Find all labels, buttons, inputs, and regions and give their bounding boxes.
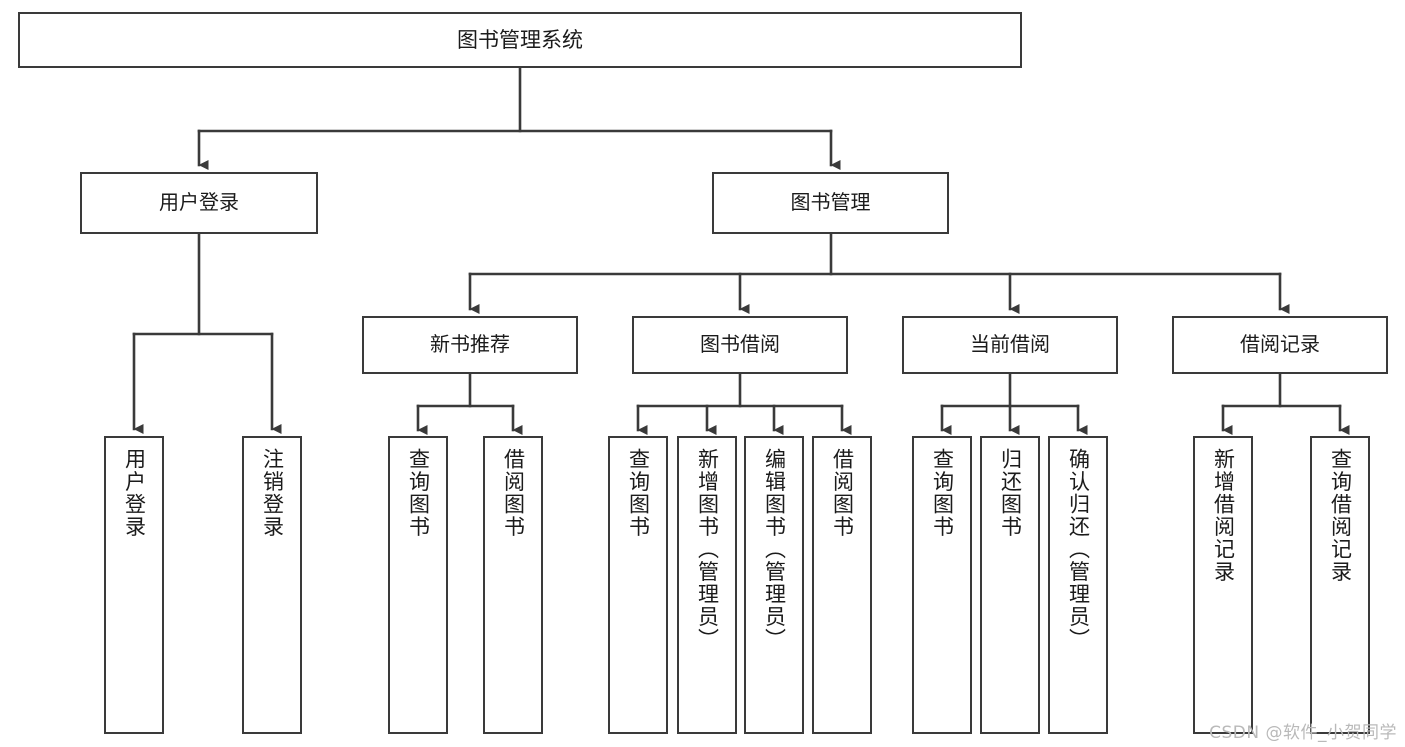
leaf-book-borrow-query-book[interactable]: 查询图书 [608, 436, 668, 734]
node-book-borrow[interactable]: 图书借阅 [632, 316, 848, 374]
leaf-label: 编辑图书（管理员） [762, 448, 787, 651]
node-borrow-record[interactable]: 借阅记录 [1172, 316, 1388, 374]
node-book-management-label: 图书管理 [790, 190, 871, 215]
node-borrow-record-label: 借阅记录 [1240, 332, 1320, 357]
leaf-book-borrow-borrow-book[interactable]: 借阅图书 [812, 436, 872, 734]
node-root-label: 图书管理系统 [457, 27, 583, 52]
node-new-book-recommend-label: 新书推荐 [430, 332, 510, 357]
leaf-label: 确认归还（管理员） [1066, 448, 1091, 651]
node-current-borrow[interactable]: 当前借阅 [902, 316, 1118, 374]
node-new-book-recommend[interactable]: 新书推荐 [362, 316, 578, 374]
leaf-new-book-borrow-book[interactable]: 借阅图书 [483, 436, 543, 734]
leaf-borrow-record-add-record[interactable]: 新增借阅记录 [1193, 436, 1253, 734]
node-user-login[interactable]: 用户登录 [80, 172, 318, 234]
leaf-label: 用户登录 [122, 448, 147, 538]
leaf-user-login-logout[interactable]: 注销登录 [242, 436, 302, 734]
leaf-new-book-query-book[interactable]: 查询图书 [388, 436, 448, 734]
leaf-label: 注销登录 [260, 448, 285, 538]
leaf-label: 新增图书（管理员） [695, 448, 720, 651]
leaf-book-borrow-add-book-admin[interactable]: 新增图书（管理员） [677, 436, 737, 734]
leaf-current-borrow-query-book[interactable]: 查询图书 [912, 436, 972, 734]
leaf-label: 查询图书 [626, 448, 651, 538]
node-root-book-management-system[interactable]: 图书管理系统 [18, 12, 1022, 68]
node-book-management[interactable]: 图书管理 [712, 172, 949, 234]
leaf-label: 归还图书 [998, 448, 1023, 538]
node-user-login-label: 用户登录 [159, 190, 239, 215]
node-book-borrow-label: 图书借阅 [700, 332, 780, 357]
leaf-user-login-login[interactable]: 用户登录 [104, 436, 164, 734]
leaf-label: 新增借阅记录 [1211, 448, 1236, 583]
leaf-current-borrow-confirm-return-admin[interactable]: 确认归还（管理员） [1048, 436, 1108, 734]
leaf-borrow-record-query-record[interactable]: 查询借阅记录 [1310, 436, 1370, 734]
leaf-label: 借阅图书 [830, 448, 855, 538]
leaf-label: 查询图书 [930, 448, 955, 538]
node-current-borrow-label: 当前借阅 [970, 332, 1050, 357]
leaf-book-borrow-edit-book-admin[interactable]: 编辑图书（管理员） [744, 436, 804, 734]
leaf-label: 查询图书 [406, 448, 431, 538]
leaf-label: 查询借阅记录 [1328, 448, 1353, 583]
leaf-current-borrow-return-book[interactable]: 归还图书 [980, 436, 1040, 734]
leaf-label: 借阅图书 [501, 448, 526, 538]
